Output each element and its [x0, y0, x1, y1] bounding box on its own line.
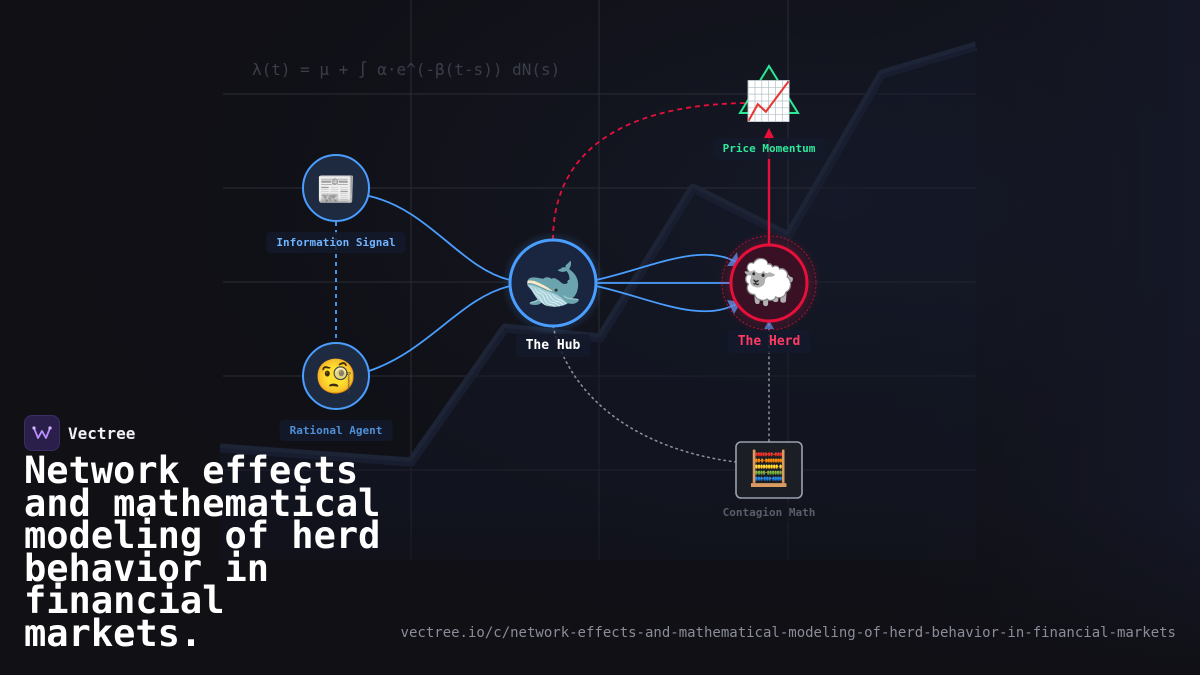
contagion-math-node[interactable]: [735, 441, 803, 499]
edge-hub-to-price-momentum: [552, 102, 749, 241]
sheep-icon: 🐑: [741, 257, 797, 308]
rational-agent-node[interactable]: [302, 342, 370, 410]
vectree-logo-icon: [24, 415, 60, 451]
background-price-area: [220, 46, 976, 560]
page-title: Network effects and mathematical modelin…: [24, 449, 381, 655]
herd-node[interactable]: [729, 243, 809, 323]
herd-label: The Herd: [727, 330, 811, 353]
edge-agent-to-hub: [368, 285, 511, 372]
price-momentum-node[interactable]: [738, 64, 800, 114]
edge-hub-to-herd-top: [595, 253, 737, 281]
brand-name: Vectree: [68, 423, 136, 443]
background-price-line: [219, 41, 978, 467]
contagion-math-label: Contagion Math: [712, 502, 826, 523]
arrow-into-price-momentum: [764, 128, 774, 138]
hub-node[interactable]: [508, 238, 598, 328]
edges: [335, 102, 771, 463]
info-signal-label: Information Signal: [266, 232, 406, 253]
hawkes-formula: λ(t) = μ + ∫ α·e^(-β(t-s)) dN(s): [252, 60, 561, 79]
whale-icon: 🐋: [523, 256, 583, 312]
info-signal-node[interactable]: [302, 154, 370, 222]
hub-label: The Hub: [515, 334, 591, 357]
brand: Vectree: [24, 415, 135, 451]
page-url[interactable]: vectree.io/c/network-effects-and-mathema…: [400, 625, 1176, 641]
chart-increasing-icon: 📈: [745, 79, 793, 123]
abacus-icon: 🧮: [747, 449, 791, 489]
rational-agent-label: Rational Agent: [279, 420, 393, 441]
edge-hub-to-herd-bottom: [595, 285, 737, 313]
price-momentum-label: Price Momentum: [712, 138, 826, 159]
edge-info-to-hub: [368, 195, 511, 281]
monocle-face-icon: 🧐: [314, 357, 358, 397]
newspaper-icon: 📰: [316, 170, 356, 208]
